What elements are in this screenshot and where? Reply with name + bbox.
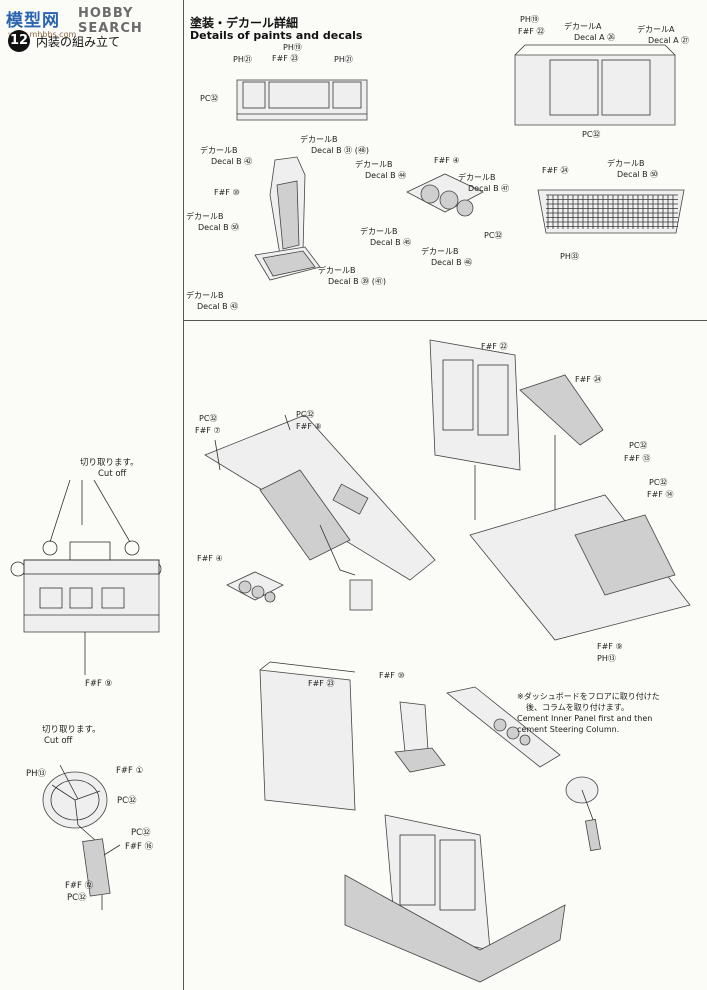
inner-panel-diagram	[259, 661, 356, 811]
label-pc92-gauge: PC㉜	[484, 231, 503, 240]
dashboard-small-diagram	[446, 686, 561, 768]
label-decal-b-seat-4-jp: デカールB	[318, 266, 356, 275]
windshield-panel-diagram	[236, 79, 368, 121]
label-decal-b-seat-5-en: Decal B ㊸	[197, 302, 239, 311]
horizontal-divider	[183, 320, 707, 321]
note-jp-2: 後、コラムを取り付けます。	[526, 703, 629, 712]
label-ff22-a: F#F ㉒	[518, 27, 545, 36]
note-en-2: cement Steering Column.	[517, 725, 620, 734]
label-pc92-col: PC㉜	[131, 828, 151, 838]
label-decal-b-seat-2-en: Decal B ㉛ (㊽)	[311, 146, 369, 155]
label-ph79-b: PH⑲	[520, 15, 539, 24]
label-decal-b-gauge-1-en: Decal B ㊹	[365, 171, 407, 180]
label-decal-b-gauge-4-jp: デカールB	[421, 247, 459, 256]
label-ff4-dash: F#F ④	[197, 554, 223, 563]
floor-assembly-diagram	[344, 814, 566, 983]
label-decal-b-grid-en: Decal B ㊿	[617, 170, 659, 179]
section-title-jp: 塗装・デカール詳細	[190, 16, 299, 30]
label-decal-a-jp-2: デカールA	[637, 25, 675, 34]
label-ph13-floor: PH⑬	[597, 654, 616, 663]
label-decal-b-seat-1-jp: デカールB	[200, 146, 238, 155]
label-cut-off-en-1: Cut off	[98, 469, 127, 479]
gauge-cluster-small-diagram	[226, 571, 284, 603]
label-decal-a-en-1: Decal A ㉖	[574, 33, 616, 42]
label-pc92-dash-1: PC㉜	[199, 414, 218, 423]
watermark-logo: 模型网	[6, 11, 60, 31]
label-ff23-a: F#F ㉓	[272, 54, 299, 63]
step-title: 内装の組み立て	[36, 35, 121, 49]
rear-wall-and-floor-diagram	[429, 339, 691, 641]
label-ff8: F#F ⑧	[296, 422, 322, 431]
label-ff7: F#F ⑦	[195, 426, 221, 435]
label-pc92-panel: PC㉜	[200, 94, 219, 103]
dashboard-assembly-diagram	[204, 414, 436, 611]
assembly-note: ※ダッシュボードをフロアに取り付けた 後、コラムを取り付けます。 Cement …	[517, 691, 660, 735]
label-ph13-wheel: PH⑬	[26, 769, 47, 779]
gauge-cluster-diagram	[406, 173, 484, 217]
grille-grid-diagram	[537, 189, 685, 234]
label-pc92-knob: PC㉜	[629, 441, 648, 450]
label-ff24-grid: F#F ㉔	[542, 166, 569, 175]
panel-cutoff-diagram	[10, 479, 162, 675]
seat-diagram	[254, 156, 321, 281]
label-decal-b-seat-2-jp: デカールB	[300, 135, 338, 144]
watermark-url: www.mhbbs.com	[8, 30, 77, 39]
label-ff12: F#F ⑫	[65, 881, 94, 891]
label-decal-b-seat-5-jp: デカールB	[186, 291, 224, 300]
note-en-1: Cement Inner Panel first and then	[517, 714, 653, 723]
label-decal-b-gauge-1-jp: デカールB	[355, 160, 393, 169]
steering-wheel-diagram	[42, 764, 121, 910]
label-decal-b-gauge-3-jp: デカールB	[360, 227, 398, 236]
label-ff22-b: F#F ㉒	[481, 342, 508, 351]
label-cut-off-jp-1: 切り取ります。	[80, 458, 139, 468]
vertical-divider	[183, 0, 184, 990]
label-decal-b-gauge-4-en: Decal B ㊻	[431, 258, 473, 267]
section-title-en: Details of paints and decals	[190, 29, 363, 42]
steering-column-small-diagram	[565, 776, 601, 852]
label-ff23-b: F#F ㉓	[308, 679, 335, 688]
label-ph21-a: PH㉑	[233, 55, 252, 64]
label-decal-b-seat-3-jp: デカールB	[186, 212, 224, 221]
label-decal-b-gauge-2-jp: デカールB	[458, 173, 496, 182]
label-pc92-wheel: PC㉜	[117, 796, 137, 806]
label-decal-b-gauge-3-en: Decal B ㊺	[370, 238, 412, 247]
label-cut-off-jp-2: 切り取ります。	[42, 725, 101, 735]
label-decal-b-gauge-2-en: Decal B ㊼	[468, 184, 510, 193]
label-pc92-wall: PC㉜	[582, 130, 601, 139]
label-ff9-left: F#F ⑨	[85, 679, 113, 689]
label-ph79-a: PH⑲	[283, 43, 302, 52]
label-decal-b-grid-jp: デカールB	[607, 159, 645, 168]
label-pc92-dash-2: PC㉜	[296, 410, 315, 419]
step-number-badge: 12	[8, 30, 30, 52]
label-decal-b-seat-3-en: Decal B ㊿	[198, 223, 240, 232]
label-ff1: F#F ①	[116, 766, 144, 776]
label-ff10-seat: F#F ⑩	[214, 188, 240, 197]
label-ph21-b: PH㉑	[334, 55, 353, 64]
label-ff24-b: F#F ㉔	[575, 375, 602, 384]
label-ff4-gauge: F#F ④	[434, 156, 460, 165]
watermark-brand: HOBBY SEARCH	[78, 6, 143, 36]
label-ff14: F#F ⑭	[647, 490, 674, 499]
label-decal-b-seat-4-en: Decal B ㊴ (㊶)	[328, 277, 386, 286]
label-ff13: F#F ⑬	[624, 454, 651, 463]
seat-small-diagram	[394, 701, 446, 773]
label-ff9-floor: F#F ⑨	[597, 642, 623, 651]
note-jp-1: ※ダッシュボードをフロアに取り付けた	[517, 692, 660, 701]
label-decal-a-en-2: Decal A ㉗	[648, 36, 690, 45]
label-cut-off-en-2: Cut off	[44, 736, 73, 746]
label-decal-a-jp-1: デカールA	[564, 22, 602, 31]
label-ff16: F#F ⑯	[125, 842, 154, 852]
label-ff10-b: F#F ⑩	[379, 671, 405, 680]
label-pc92-lever: PC㉜	[649, 478, 668, 487]
rear-wall-diagram	[514, 44, 676, 126]
label-ph33-grid: PH㉝	[560, 252, 579, 261]
label-decal-b-seat-1-en: Decal B ㊷	[211, 157, 253, 166]
watermark: 模型网 HOBBY SEARCH www.mhbbs.com	[0, 0, 190, 48]
label-pc92-col2: PC㉜	[67, 893, 87, 903]
